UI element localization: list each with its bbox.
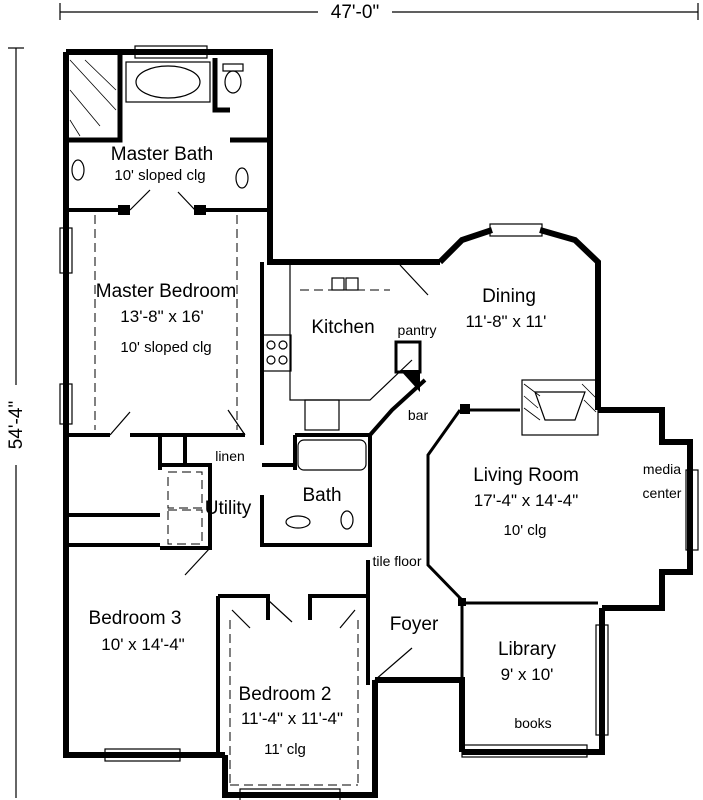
books-label: books	[514, 715, 551, 731]
room-bath: Bath	[302, 485, 341, 506]
room-name: Master Bath	[111, 144, 213, 165]
room-name: Bedroom 3	[89, 608, 182, 629]
room-size: 10' x 14'-4"	[101, 635, 184, 654]
room-note: 10' sloped clg	[114, 167, 205, 184]
room-name: Bath	[302, 485, 341, 506]
room-size: 11'-4" x 11'-4"	[241, 709, 343, 728]
bar-label: bar	[408, 407, 429, 423]
pantry-label: pantry	[398, 322, 437, 338]
room-master-bedroom: Master Bedroom 13'-8" x 16' 10' sloped c…	[96, 281, 236, 356]
room-name: Master Bedroom	[96, 281, 236, 302]
door-swings	[109, 189, 429, 681]
overall-width-label: 47'-0"	[331, 2, 379, 23]
windows	[59, 45, 699, 800]
room-bedroom-2: Bedroom 2 11'-4" x 11'-4" 11' clg	[239, 684, 344, 758]
room-note: 10' clg	[504, 522, 547, 539]
room-name: Bedroom 2	[239, 684, 332, 705]
room-bedroom-3: Bedroom 3 10' x 14'-4"	[89, 608, 185, 654]
depth-dimension-line	[8, 47, 24, 798]
room-size: 11'-8" x 11'	[466, 312, 547, 331]
room-kitchen: Kitchen	[311, 317, 374, 338]
media-label: media	[643, 461, 681, 477]
overall-depth-label: 54'-4"	[6, 401, 27, 449]
width-dimension-line	[59, 3, 699, 20]
room-note: 11' clg	[264, 741, 306, 758]
room-name: Foyer	[390, 614, 439, 635]
room-size: 13'-8" x 16'	[120, 307, 203, 326]
room-size: 17'-4" x 14'-4"	[474, 491, 579, 510]
tile-floor-label: tile floor	[372, 553, 421, 569]
room-library: Library 9' x 10'	[498, 639, 557, 684]
room-name: Kitchen	[311, 317, 374, 338]
interior-walls	[66, 52, 598, 755]
fixtures	[69, 59, 470, 606]
room-foyer: Foyer	[390, 614, 439, 635]
room-name: Dining	[482, 286, 536, 307]
dashed-lines	[94, 215, 390, 786]
room-note: 10' sloped clg	[120, 339, 211, 356]
room-master-bath: Master Bath 10' sloped clg	[111, 144, 213, 184]
room-name: Utility	[205, 498, 252, 519]
room-name: Living Room	[473, 465, 579, 486]
room-dining: Dining 11'-8" x 11'	[466, 286, 547, 331]
room-name: Library	[498, 639, 557, 660]
center-label: center	[643, 485, 682, 501]
linen-label: linen	[215, 448, 245, 464]
room-utility: Utility	[205, 498, 252, 519]
room-living-room: Living Room 17'-4" x 14'-4" 10' clg	[473, 465, 579, 539]
fireplace	[521, 379, 599, 436]
room-size: 9' x 10'	[501, 665, 554, 684]
